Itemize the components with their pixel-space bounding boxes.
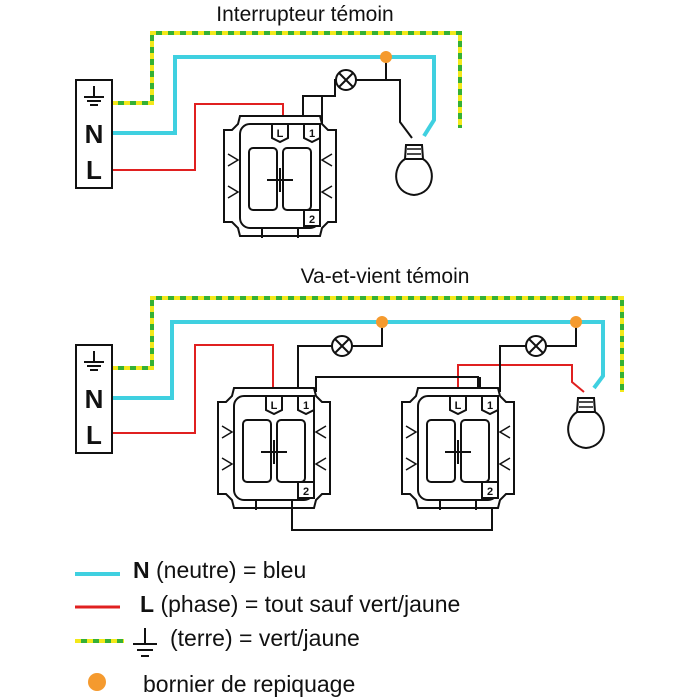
- diagram2-earth-wire: [112, 296, 624, 392]
- legend-junction-label: bornier de repiquage: [143, 671, 355, 697]
- diagram1-switch-terminal-1: 1: [309, 128, 315, 140]
- diagram2-junction-dot-b: [570, 316, 582, 328]
- legend: N (neutre) = bleu L (phase) = tout sauf …: [75, 557, 460, 697]
- diagram1-terminal-l: L: [86, 155, 102, 185]
- diagram2-return-wire: [457, 364, 585, 393]
- diagram1-junction-dot: [380, 51, 392, 63]
- legend-phase-key: L: [140, 591, 154, 617]
- diagram1-title: Interrupteur témoin: [216, 3, 393, 26]
- diagram2-junction-dot-a: [376, 316, 388, 328]
- legend-phase-text: (phase) = tout sauf vert/jaune: [154, 591, 460, 617]
- diagram2-switch-b-terminal-2: 2: [487, 486, 493, 498]
- diagram2-neutral-wire: [112, 320, 605, 400]
- diagram1-phase-wire: [112, 103, 284, 171]
- diagram1-terminal-n: N: [85, 119, 104, 149]
- diagram1-earth-wire: [112, 31, 462, 128]
- diagram2-title: Va-et-vient témoin: [301, 265, 470, 288]
- diagram2-switch-a-terminal-2: 2: [303, 486, 309, 498]
- diagram2-terminal-l: L: [86, 420, 102, 450]
- diagram2-terminal-block: N L: [75, 344, 113, 454]
- diagram1-neutral-wire: [112, 55, 436, 138]
- diagram2-switch-b: L 1 2: [401, 387, 515, 511]
- legend-neutral-text: (neutre) = bleu: [150, 557, 307, 583]
- diagram1-switch-terminal-l: L: [277, 128, 284, 140]
- diagram1-switch-terminal-2: 2: [309, 214, 315, 226]
- diagram2-bulb: [567, 397, 605, 449]
- earth-icon: [133, 628, 157, 657]
- legend-earth-label: (terre) = vert/jaune: [170, 625, 360, 651]
- diagram1-bulb: [395, 144, 433, 196]
- diagram2-terminal-n: N: [85, 384, 104, 414]
- diagram1-terminal-block: N L: [75, 79, 113, 189]
- diagram2-indicator-lamp-a: [331, 335, 353, 357]
- legend-phase-label: L (phase) = tout sauf vert/jaune: [140, 591, 460, 617]
- diagram2-switch-a: L 1 2: [217, 387, 331, 511]
- diagram2-switch-b-terminal-l: L: [455, 400, 462, 412]
- diagram2-phase-wire: [112, 344, 274, 434]
- legend-neutral-key: N: [133, 557, 150, 583]
- diagram2-switch-b-terminal-1: 1: [487, 400, 493, 412]
- legend-neutral-label: N (neutre) = bleu: [133, 557, 306, 583]
- diagram1-indicator-lamp: [335, 69, 357, 91]
- diagram1-switch: L 1 2: [223, 115, 337, 239]
- legend-junction-dot: [88, 673, 106, 691]
- diagram2-indicator-lamp-b: [525, 335, 547, 357]
- diagram2-switch-a-terminal-l: L: [271, 400, 278, 412]
- diagram2-switch-a-terminal-1: 1: [303, 400, 309, 412]
